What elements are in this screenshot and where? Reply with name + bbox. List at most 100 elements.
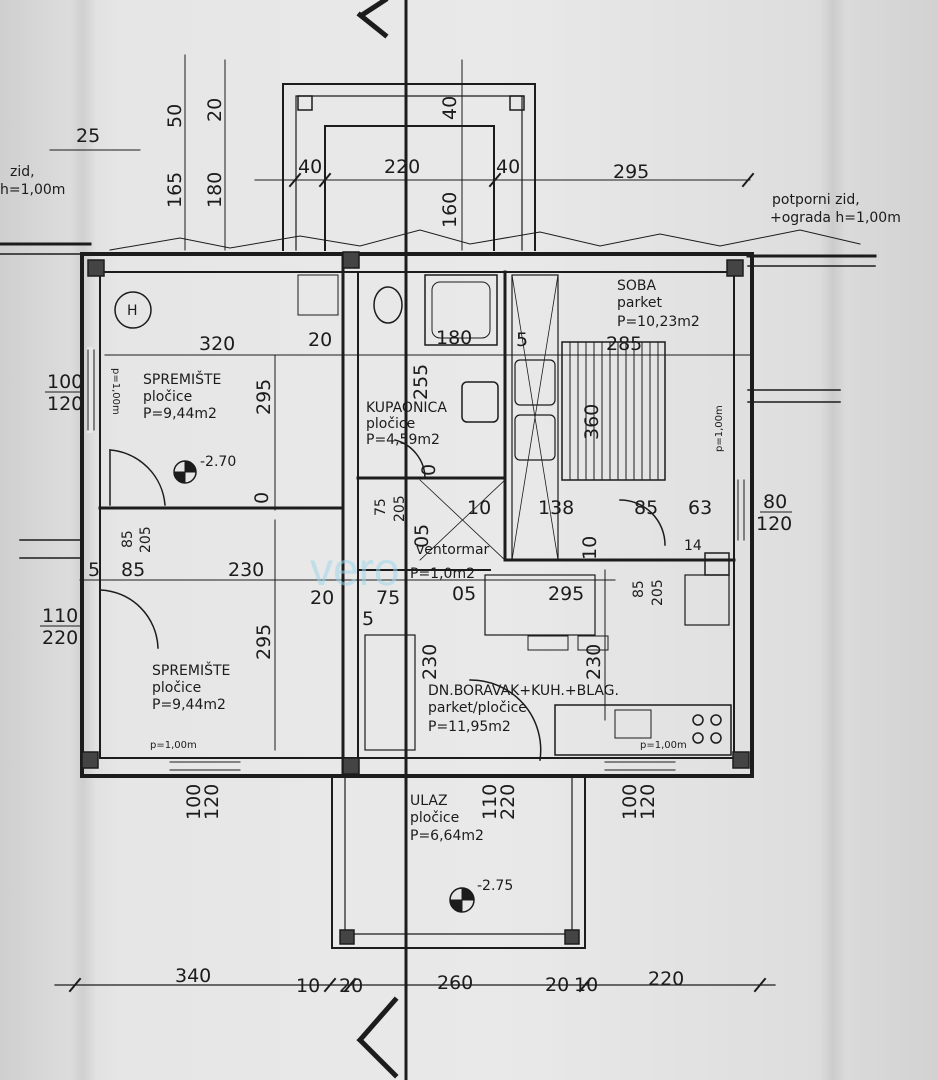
level-label-1: -2.70 <box>200 454 236 470</box>
dim-205b: 205 <box>138 526 154 553</box>
dim-top-40b: 40 <box>496 156 520 178</box>
bed <box>561 341 666 481</box>
room-area-entrance: P=6,64m2 <box>410 828 484 844</box>
dim-85b: 85 <box>120 530 136 548</box>
parapet-label-2: p=1,00m <box>640 740 687 751</box>
win-b-height: 120 <box>756 513 792 535</box>
dim-top-160: 160 <box>439 192 461 228</box>
dim-bottom-260: 260 <box>437 972 473 994</box>
room-floor-bedroom: parket <box>617 295 662 311</box>
bathtub <box>424 274 498 346</box>
room-area-storage-bottom: P=9,44m2 <box>152 697 226 713</box>
dim-63: 63 <box>688 497 712 519</box>
room-name-wardrobe: ventormar <box>416 542 490 558</box>
dim-5b: 5 <box>88 559 100 581</box>
note-retaining-2: +ograda h=1,00m <box>770 210 901 226</box>
room-area-bathroom: P=4,59m2 <box>366 432 440 448</box>
dim-230c: 230 <box>583 644 605 680</box>
dim-bottom-10: 10 <box>296 975 320 997</box>
dim-320: 320 <box>199 333 235 355</box>
dim-230b: 230 <box>419 644 441 680</box>
dim-205a: 205 <box>392 495 408 522</box>
win-c-height: 120 <box>201 784 223 820</box>
dim-295c: 295 <box>253 624 275 660</box>
dim-0b: 0 <box>418 464 440 476</box>
dim-v-165: 165 <box>164 172 186 208</box>
dim-295a: 295 <box>253 379 275 415</box>
terrain-line <box>109 229 861 251</box>
note-wall-left-2: h=1,00m <box>0 182 65 198</box>
dining-table <box>484 574 596 636</box>
toilet <box>373 286 403 324</box>
dim-20b: 20 <box>310 587 334 609</box>
door-b-width: 110 <box>479 784 501 820</box>
dim-top-40c: 40 <box>439 96 461 120</box>
heater-symbol <box>114 291 152 329</box>
dim-285: 285 <box>606 333 642 355</box>
win-a-height: 120 <box>47 393 83 415</box>
dim-0: 0 <box>251 492 273 504</box>
dim-20a: 20 <box>308 329 332 351</box>
door-swing-entrance <box>469 679 542 761</box>
dim-v-180: 180 <box>204 172 226 208</box>
room-name-storage-bottom: SPREMIŠTE <box>152 661 230 679</box>
dim-5a: 5 <box>516 329 528 351</box>
win-c-width: 100 <box>183 784 205 820</box>
dim-top-50: 50 <box>164 104 186 128</box>
win-b-width: 80 <box>763 491 787 513</box>
dim-05b: 05 <box>452 583 476 605</box>
room-area-storage-top: P=9,44m2 <box>143 406 217 422</box>
dim-85d: 85 <box>631 580 647 598</box>
dim-bottom-220: 220 <box>648 968 684 990</box>
kitchen-counter <box>554 704 732 756</box>
parapet-label-3: p=1,00m <box>110 368 121 415</box>
dim-top-295: 295 <box>613 161 649 183</box>
door-a-height: 220 <box>42 627 78 649</box>
room-name-living: DN.BORAVAK+KUH.+BLAG. <box>428 683 619 699</box>
dim-85a: 85 <box>634 497 658 519</box>
dim-360: 360 <box>581 404 603 440</box>
dim-138: 138 <box>538 497 574 519</box>
note-wall-left-1: zid, <box>10 164 35 180</box>
dim-top-40a: 40 <box>298 156 322 178</box>
win-a-width: 100 <box>47 371 83 393</box>
dim-5c: 5 <box>362 608 374 630</box>
dim-75b: 75 <box>376 587 400 609</box>
dim-205c: 205 <box>650 579 666 606</box>
room-area-living: P=11,95m2 <box>428 719 511 735</box>
bedroom-wardrobe <box>511 274 559 561</box>
door-swing-storage-top <box>109 449 166 506</box>
washbasin <box>461 381 499 423</box>
room-floor-bathroom: pločice <box>366 416 415 432</box>
parapet-label-4: p=1,00m <box>714 405 725 452</box>
win-d-width: 100 <box>619 784 641 820</box>
room-area-bedroom: P=10,23m2 <box>617 314 700 330</box>
paper-fold-right <box>820 0 846 1080</box>
dim-bottom-20b: 20 <box>545 974 569 996</box>
note-retaining-1: potporni zid, <box>772 192 860 208</box>
dim-230a: 230 <box>228 559 264 581</box>
room-name-bathroom: KUPAONICA <box>366 400 447 416</box>
entrance-porch <box>331 775 586 949</box>
sofa <box>364 634 416 751</box>
door-swing-bath <box>394 439 426 479</box>
dim-14: 14 <box>684 538 702 554</box>
win-d-height: 120 <box>637 784 659 820</box>
room-name-entrance: ULAZ <box>410 793 448 809</box>
outer-wall <box>80 252 754 778</box>
door-b-height: 220 <box>497 784 519 820</box>
dim-top-220: 220 <box>384 156 420 178</box>
dim-255: 255 <box>410 364 432 400</box>
dim-10: 10 <box>467 497 491 519</box>
dim-05a: 05 <box>411 524 433 548</box>
heater-label: H <box>127 303 138 319</box>
parapet-label-1: p=1,00m <box>150 740 197 751</box>
dim-10b: 10 <box>579 536 601 560</box>
top-porch <box>282 83 536 251</box>
level-label-2: -2.75 <box>477 878 513 894</box>
room-area-wardrobe: P=1,0m2 <box>410 566 475 582</box>
room-floor-storage-top: pločice <box>143 389 192 405</box>
room-name-storage-top: SPREMIŠTE <box>143 370 221 388</box>
